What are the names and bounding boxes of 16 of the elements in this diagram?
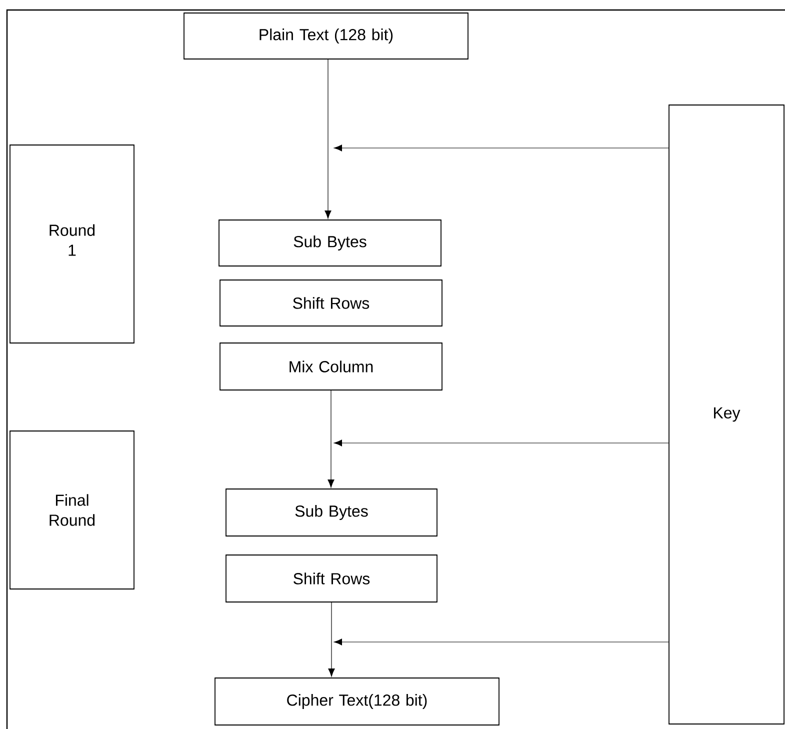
round-box: Round 1 [10, 144, 134, 344]
arrow [328, 602, 335, 677]
arrow [334, 440, 669, 446]
arrow [334, 638, 669, 646]
arrow [334, 144, 669, 152]
process-box: Sub Bytes [218, 220, 442, 266]
process-box: Sub Bytes [226, 488, 438, 536]
key-box: Key [668, 104, 784, 724]
process-box: Cipher Text(128 bit) [214, 678, 500, 726]
round-box: Final Round [10, 430, 134, 590]
process-box: Shift Rows [220, 280, 442, 326]
arrow [328, 390, 334, 488]
arrow [324, 59, 332, 219]
process-box: Shift Rows [226, 554, 438, 602]
process-box: Plain Text (128 bit) [184, 12, 468, 60]
process-box: Mix Column [220, 342, 442, 390]
